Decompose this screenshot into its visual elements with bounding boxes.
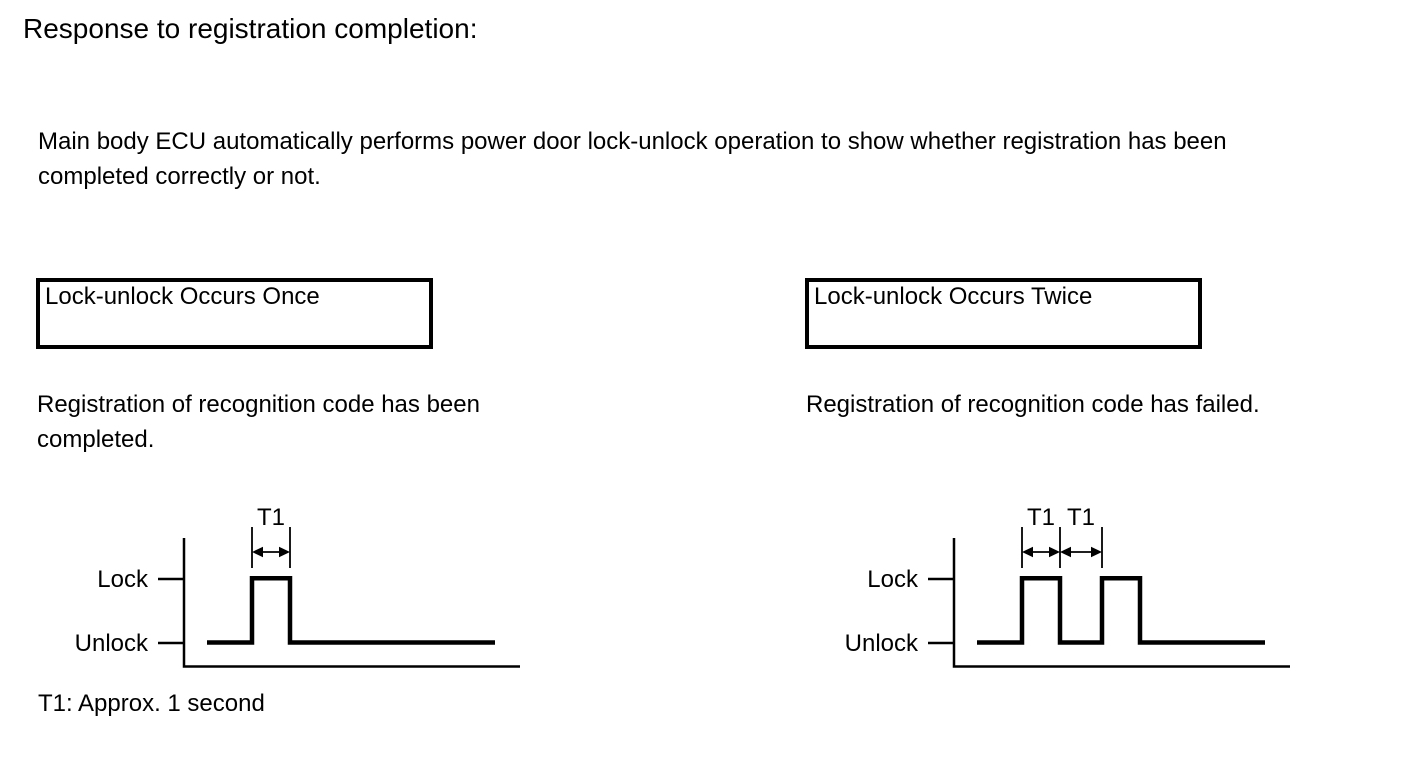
right-t1-arrowhead-1-left — [1022, 546, 1033, 558]
right-timing-diagram: Lock Unlock T1 T1 — [845, 504, 1290, 668]
left-t1-arrowhead-right — [279, 546, 290, 558]
lock-unlock-once-box: Lock-unlock Occurs Once — [36, 278, 433, 349]
lock-unlock-twice-box: Lock-unlock Occurs Twice — [805, 278, 1202, 349]
lock-unlock-twice-box-label: Lock-unlock Occurs Twice — [814, 283, 1093, 310]
right-t1-arrowhead-2-left — [1060, 546, 1071, 558]
left-waveform — [207, 575, 495, 645]
left-axis-lines — [182, 538, 520, 668]
right-t1-arrowhead-2-right — [1091, 546, 1102, 558]
left-unlock-label: Unlock — [75, 630, 149, 657]
t1-footnote: T1: Approx. 1 second — [38, 690, 265, 717]
right-waveform — [977, 575, 1265, 645]
left-lock-label: Lock — [97, 566, 149, 593]
right-t1-label-2: T1 — [1067, 504, 1095, 531]
left-timing-diagram: Lock Unlock T1 — [75, 504, 520, 668]
page-title: Response to registration completion: — [23, 13, 478, 44]
right-caption: Registration of recognition code has fai… — [806, 391, 1260, 418]
right-unlock-label: Unlock — [845, 630, 919, 657]
right-t1-arrowhead-1-right — [1049, 546, 1060, 558]
description-text: Main body ECU automatically performs pow… — [38, 128, 1227, 190]
left-t1-label: T1 — [257, 504, 285, 531]
left-caption: Registration of recognition code has bee… — [37, 391, 480, 453]
right-axis-lines — [952, 538, 1290, 668]
lock-unlock-once-box-label: Lock-unlock Occurs Once — [45, 283, 320, 310]
left-t1-arrowhead-left — [252, 546, 263, 558]
right-lock-label: Lock — [867, 566, 919, 593]
right-t1-label-1: T1 — [1027, 504, 1055, 531]
